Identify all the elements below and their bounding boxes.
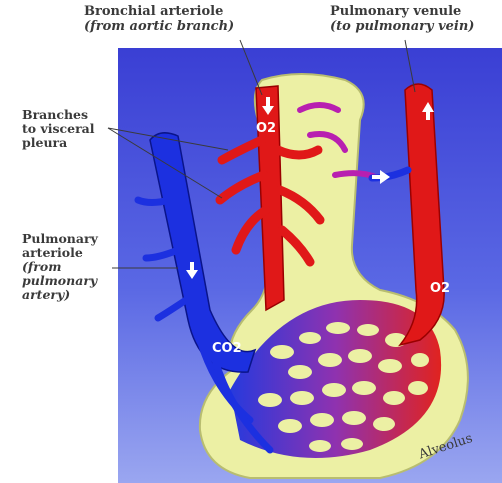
arteriole-sub-3: artery) [22, 288, 98, 302]
bronchial-arteriole-label: Bronchial arteriole (from aortic branch) [84, 4, 234, 34]
co2-label: CO2 [212, 341, 242, 356]
branches-line-1: Branches [22, 108, 95, 122]
bronchial-arteriole-subtitle: (from aortic branch) [84, 19, 234, 34]
o2-label-top: O2 [256, 121, 276, 136]
bronchial-arteriole-title: Bronchial arteriole [84, 4, 234, 19]
branches-line-2: to visceral [22, 122, 95, 136]
branches-line-3: pleura [22, 136, 95, 150]
arteriole-line-2: arteriole [22, 246, 98, 260]
pulmonary-venule-label: Pulmonary venule (to pulmonary vein) [330, 4, 474, 34]
arteriole-sub-1: (from [22, 260, 98, 274]
arteriole-sub-2: pulmonary [22, 274, 98, 288]
arteriole-line-1: Pulmonary [22, 232, 98, 246]
o2-label-right: O2 [430, 281, 450, 296]
pulmonary-venule-title: Pulmonary venule [330, 4, 474, 19]
pulmonary-venule-subtitle: (to pulmonary vein) [330, 19, 474, 34]
pulmonary-arteriole-label: Pulmonary arteriole (from pulmonary arte… [22, 232, 98, 302]
branches-label: Branches to visceral pleura [22, 108, 95, 150]
